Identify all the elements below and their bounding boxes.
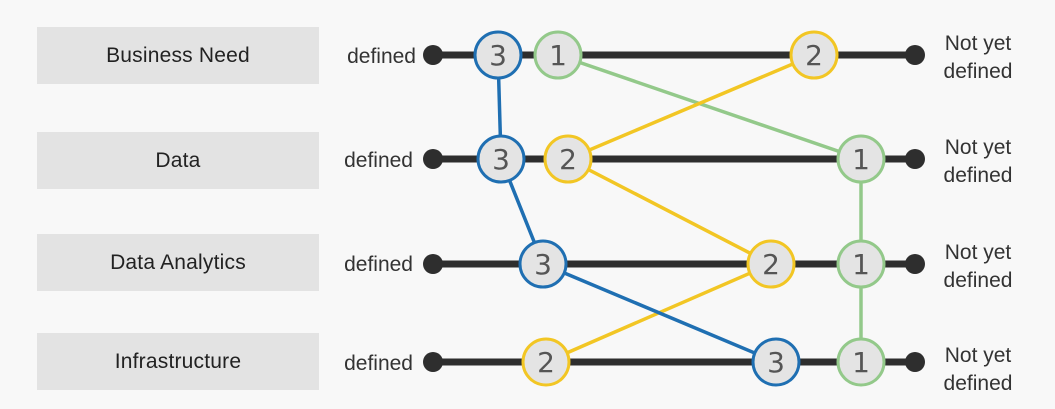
- start-dot-business-need: [423, 45, 443, 65]
- left-label-data: defined: [344, 149, 413, 172]
- svg-text:1: 1: [852, 248, 870, 281]
- node-data-analytics-2: 2: [746, 239, 796, 289]
- right-label-data-analytics-line1: Not yet: [945, 241, 1012, 264]
- right-labels: Not yet defined Not yet defined Not yet …: [944, 32, 1013, 395]
- node-infrastructure-1: 1: [836, 337, 886, 387]
- node-infrastructure-2: 2: [521, 337, 571, 387]
- node-data-1: 1: [836, 134, 886, 184]
- right-label-data-analytics-line2: defined: [944, 269, 1013, 292]
- row-label-infrastructure: Infrastructure: [37, 333, 319, 390]
- node-data-analytics-3: 3: [518, 239, 568, 289]
- svg-text:2: 2: [537, 346, 555, 379]
- right-label-infrastructure-line1: Not yet: [945, 344, 1012, 367]
- right-label-data-line1: Not yet: [945, 136, 1012, 159]
- node-data-3: 3: [476, 134, 526, 184]
- left-label-infrastructure: defined: [344, 352, 413, 375]
- node-business-need-3: 3: [473, 30, 523, 80]
- tracks: [429, 51, 919, 366]
- node-business-need-1: 1: [533, 30, 583, 80]
- svg-text:2: 2: [805, 39, 823, 72]
- right-label-business-need-line1: Not yet: [945, 32, 1012, 55]
- nodes: 3 1 2 3 2 1: [473, 30, 886, 387]
- connector-path-2: [545, 53, 815, 364]
- node-data-analytics-1: 1: [836, 239, 886, 289]
- svg-text:1: 1: [852, 346, 870, 379]
- svg-text:1: 1: [852, 143, 870, 176]
- right-label-business-need-line2: defined: [944, 60, 1013, 83]
- connector-path-3: [496, 54, 777, 364]
- row-label-data-analytics: Data Analytics: [37, 234, 319, 291]
- start-dot-data: [423, 149, 443, 169]
- left-label-business-need: defined: [347, 45, 416, 68]
- node-data-2: 2: [543, 134, 593, 184]
- svg-text:1: 1: [549, 39, 567, 72]
- svg-text:2: 2: [762, 248, 780, 281]
- svg-text:2: 2: [559, 143, 577, 176]
- row-label-data: Data: [37, 132, 319, 189]
- svg-text:3: 3: [492, 143, 510, 176]
- end-dot-data-analytics: [905, 254, 925, 274]
- start-dot-data-analytics: [423, 254, 443, 274]
- svg-text:3: 3: [534, 248, 552, 281]
- track-endpoints: [423, 45, 925, 372]
- end-dot-business-need: [905, 45, 925, 65]
- node-infrastructure-3: 3: [751, 337, 801, 387]
- node-business-need-2: 2: [789, 30, 839, 80]
- svg-text:3: 3: [767, 346, 785, 379]
- end-dot-infrastructure: [905, 352, 925, 372]
- right-label-data-line2: defined: [944, 164, 1013, 187]
- left-label-data-analytics: defined: [344, 253, 413, 276]
- left-labels: defined defined defined defined: [344, 45, 416, 375]
- right-label-infrastructure-line2: defined: [944, 372, 1013, 395]
- start-dot-infrastructure: [423, 352, 443, 372]
- svg-text:3: 3: [489, 39, 507, 72]
- row-label-business-need: Business Need: [37, 27, 319, 84]
- connectors: [496, 53, 863, 364]
- connector-path-1: [557, 53, 863, 362]
- end-dot-data: [905, 149, 925, 169]
